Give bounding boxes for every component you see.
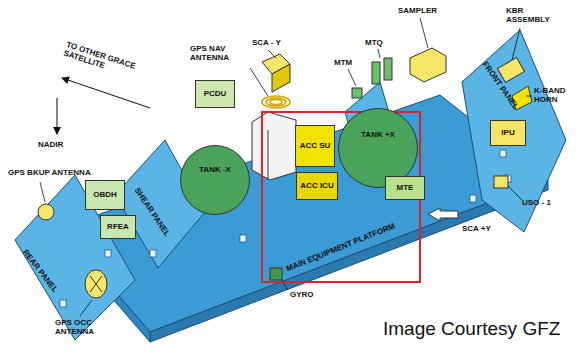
rfea-box: RFEA	[100, 215, 136, 239]
mte-box: MTE	[385, 176, 425, 200]
accelerometer-box: ACC ICU	[296, 172, 338, 200]
component-name: ACC ICU	[300, 182, 333, 191]
part-label: GPS NAV ANTENNA	[190, 44, 252, 62]
component-name: TANK +X	[361, 131, 395, 140]
pcdu-box: PCDU	[195, 80, 235, 108]
ipu-box: IPU	[490, 120, 526, 146]
part-label: K-BAND HORN	[534, 86, 574, 104]
part-label: MTM	[334, 58, 352, 67]
part-label: SCA +Y	[462, 224, 491, 233]
part-label: MTQ	[365, 38, 383, 47]
component-name: OBDH	[93, 191, 117, 200]
part-label: GYRO	[290, 290, 314, 299]
accelerometer-box: ACC SU	[295, 125, 335, 167]
part-label: GPS BKUP ANTENNA	[8, 168, 91, 177]
part-label: KBR ASSEMBLY	[506, 6, 566, 24]
part-label: SAMPLER	[398, 6, 437, 15]
part-label: USO - 1	[522, 198, 551, 207]
part-label: GPS OCC ANTENNA	[55, 318, 111, 336]
component-name: MTE	[397, 184, 414, 193]
component-name: ACC SU	[300, 142, 331, 151]
part-label: SCA - Y	[252, 38, 281, 47]
component-name: RFEA	[107, 223, 129, 232]
component-name: IPU	[501, 129, 514, 138]
component-name: TANK -X	[199, 166, 231, 175]
tank-circle: TANK -X	[180, 145, 250, 215]
image-credit: Image Courtesy GFZ	[383, 318, 560, 340]
component-name: PCDU	[204, 90, 227, 99]
obdh-box: OBDH	[85, 180, 125, 210]
part-label: NADIR	[38, 140, 63, 149]
